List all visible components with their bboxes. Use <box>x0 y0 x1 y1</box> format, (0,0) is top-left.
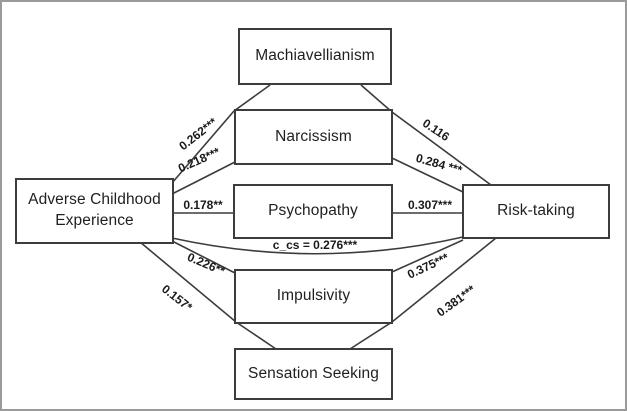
node-narcissism: Narcissism <box>234 109 393 165</box>
node-risk-taking: Risk-taking <box>462 184 610 239</box>
node-machiavellianism: Machiavellianism <box>238 28 392 85</box>
node-sensation-seeking: Sensation Seeking <box>234 348 393 400</box>
node-psychopathy: Psychopathy <box>233 184 393 239</box>
edge-ace-impulsivity <box>171 240 236 274</box>
coefficient-psychopathy-risk: 0.307*** <box>407 198 453 212</box>
node-impulsivity: Impulsivity <box>234 269 393 324</box>
edge-ace-narcissism <box>171 161 236 195</box>
node-adverse-childhood-experience: Adverse Childhood Experience <box>15 178 174 244</box>
edge-direct-effect-curve <box>171 236 464 255</box>
edge-narcissism-risk <box>391 157 464 193</box>
coefficient-direct-effect: c_cs = 0.276*** <box>272 238 358 252</box>
coefficient-ace-psychopathy: 0.178** <box>183 198 223 212</box>
edge-impulsivity-risk <box>391 239 464 273</box>
